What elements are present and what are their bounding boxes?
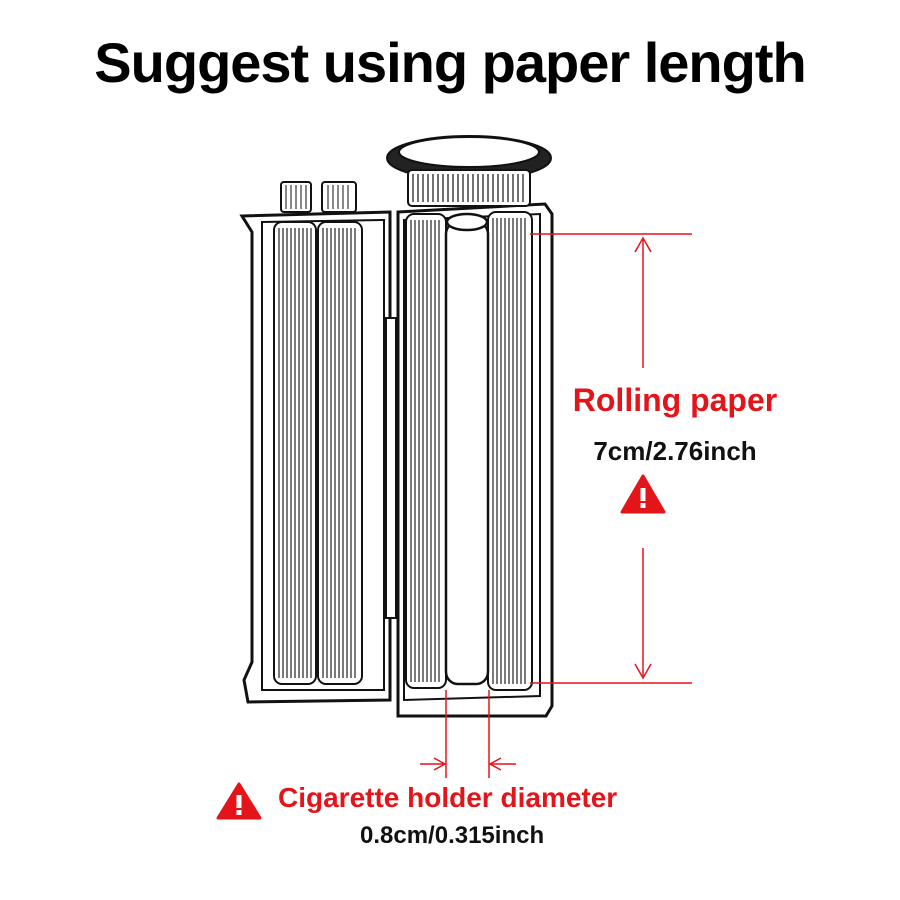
left-roller-ribs — [278, 228, 356, 678]
hinge — [385, 317, 397, 619]
right-roller-ribs — [410, 218, 526, 684]
holder-diameter-dimension — [420, 690, 516, 778]
left-knobs — [280, 181, 357, 213]
holder-diameter-label: Cigarette holder diameter — [278, 782, 618, 813]
holder-diameter-value: 0.8cm/0.315inch — [360, 822, 545, 849]
cigarette-holder-tube — [444, 212, 490, 686]
paper-length-dimension — [530, 233, 692, 684]
paper-length-arrowheads — [634, 236, 652, 680]
big-knob — [386, 135, 552, 207]
page-title: Suggest using paper length — [94, 31, 806, 94]
left-knob-ribs — [285, 185, 349, 209]
rolling-paper-label: Rolling paper — [572, 382, 778, 418]
warning-icon — [620, 474, 666, 514]
rolling-paper-length: 7cm/2.76inch — [593, 436, 757, 466]
big-knob-ribs — [412, 174, 524, 202]
warning-icon — [216, 782, 262, 820]
holder-diameter-arrowheads — [433, 757, 502, 771]
